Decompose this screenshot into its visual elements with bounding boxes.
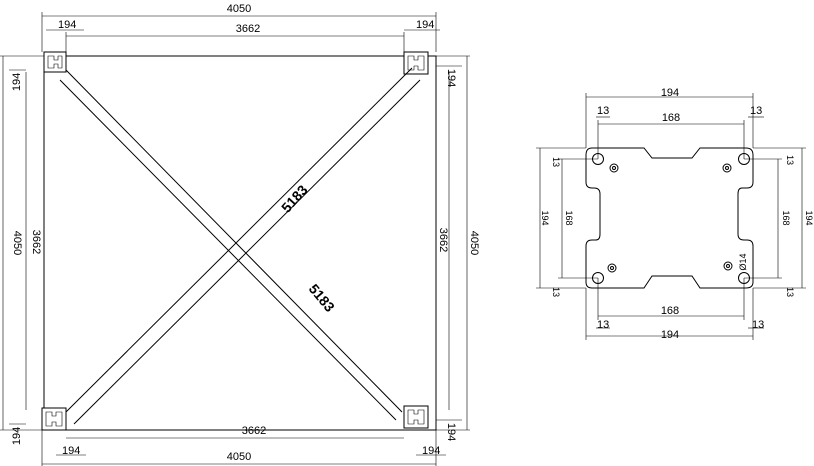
- dim-corner-top-left: 194: [58, 19, 76, 31]
- frame-drawing: 4050 3662 194 194 4050 3662 194 194 4050…: [0, 3, 480, 466]
- dim-right-inner: 3662: [437, 228, 449, 252]
- corner-post-bottom-right: [403, 405, 429, 429]
- dim-corner-right-top: 194: [445, 69, 457, 87]
- dim-plate-inner-top: 168: [662, 112, 680, 124]
- bolt-hole-bl: [607, 263, 617, 273]
- dim-offset-bottom-right: 13: [752, 319, 764, 331]
- dim-offset-top-left: 13: [597, 105, 609, 117]
- dim-plate-inner-right: 168: [781, 210, 791, 225]
- dim-corner-top-right: 194: [416, 19, 434, 31]
- dim-plate-inner-left: 168: [564, 210, 574, 225]
- dim-top-overall: 4050: [227, 3, 251, 15]
- diagonal-brace-a: [65, 69, 403, 413]
- dim-offset-left-top: 13: [551, 157, 561, 167]
- dim-bottom-inner: 3662: [242, 425, 266, 437]
- dim-bottom-overall: 4050: [227, 451, 251, 463]
- dim-offset-top-right: 13: [750, 105, 762, 117]
- dim-left-inner: 3662: [30, 230, 42, 254]
- dim-plate-width-top: 194: [661, 87, 679, 99]
- dim-offset-left-bottom: 13: [551, 287, 561, 297]
- dim-left-overall: 4050: [11, 231, 23, 255]
- dim-corner-bottom-left: 194: [62, 445, 80, 457]
- dim-corner-left-top: 194: [11, 73, 23, 91]
- bolt-hole-br: [723, 261, 733, 271]
- base-plate-detail: 194 168 13 13 194 168 13 13 194: [536, 87, 814, 341]
- dim-corner-bottom-right: 194: [422, 445, 440, 457]
- dim-right-overall: 4050: [468, 231, 480, 255]
- dim-plate-inner-bottom: 168: [661, 305, 679, 317]
- diagonal-brace-b: [73, 79, 421, 425]
- bolt-hole-tl: [609, 163, 619, 173]
- dim-offset-right-bottom: 13: [785, 287, 795, 297]
- corner-post-top-right: [403, 51, 429, 75]
- base-plate-outline: [585, 147, 754, 289]
- dim-diagonal-a: 5183: [278, 182, 311, 216]
- corner-post-top-left: [43, 51, 67, 73]
- dim-plate-width-bottom: 194: [661, 329, 679, 341]
- dim-corner-left-bottom: 194: [11, 427, 23, 445]
- dim-top-inner: 3662: [236, 23, 260, 35]
- frame-outline: [43, 55, 437, 431]
- corner-post-bottom-left: [41, 407, 67, 431]
- dim-hole-diameter: Ø14: [738, 253, 748, 270]
- bolt-hole-tr: [722, 163, 732, 173]
- dim-plate-height-right: 194: [804, 210, 814, 225]
- dim-offset-right-top: 13: [785, 155, 795, 165]
- dim-plate-height-left: 194: [540, 210, 550, 225]
- dim-corner-right-bottom: 194: [445, 423, 457, 441]
- dim-offset-bottom-left: 13: [597, 319, 609, 331]
- dim-diagonal-b: 5183: [306, 281, 338, 315]
